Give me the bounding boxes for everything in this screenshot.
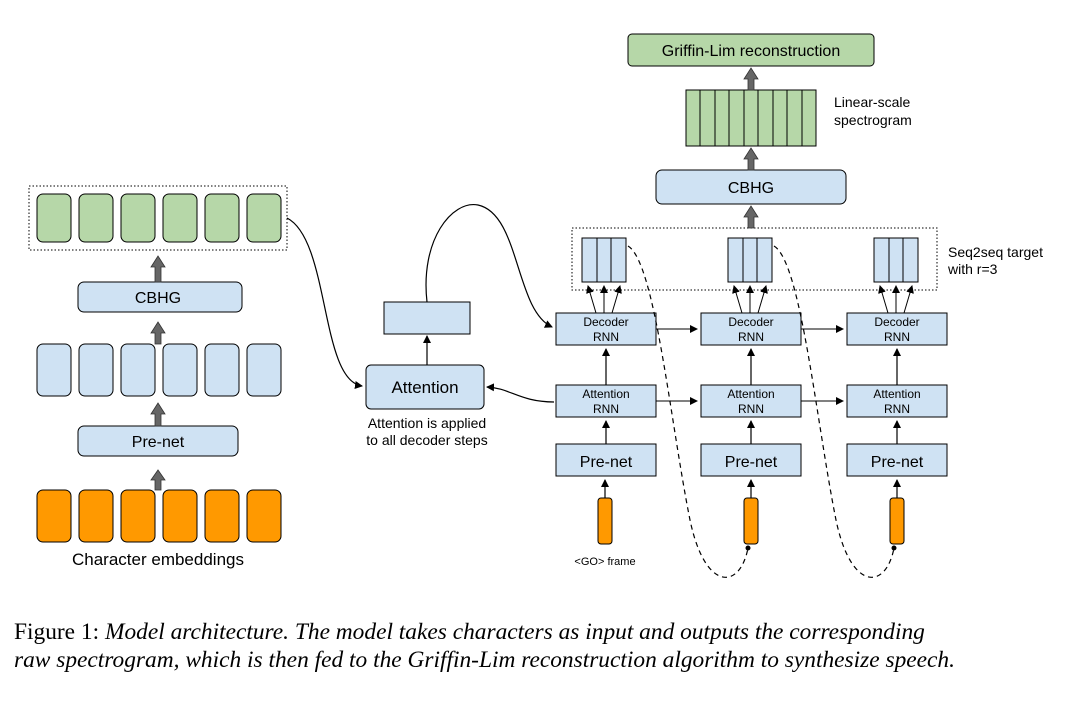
attention-rnn-label: RNN — [593, 402, 619, 416]
embedding-cell — [162, 489, 198, 543]
go-frame — [597, 497, 613, 545]
decoder-prenet-box — [700, 443, 802, 477]
encoder-cbhg-label: CBHG — [135, 290, 181, 307]
decoder-rnn-label: RNN — [593, 330, 619, 344]
caption-line-2: raw spectrogram, which is then fed to th… — [14, 646, 1076, 674]
encoder-prenet-label: Pre-net — [132, 434, 185, 451]
decoder-step-3: Decoder RNN Attention RNN Pre-net — [846, 237, 948, 545]
caption-line-1: Figure 1: Model architecture. The model … — [14, 618, 1076, 646]
embedding-cell — [246, 489, 282, 543]
decoder-prenet-label: Pre-net — [580, 454, 633, 471]
attention-module: Attention Attention is applied to all de… — [365, 204, 555, 448]
postnet-flow-arrow — [743, 67, 759, 91]
decoder-prenet-label: Pre-net — [871, 454, 924, 471]
attention-box — [365, 364, 485, 410]
caption-prefix: Figure 1: — [14, 619, 100, 645]
attention-rnn-label: Attention — [727, 387, 774, 401]
attention-rnn-label: RNN — [884, 402, 910, 416]
decoder-rnn-label: RNN — [884, 330, 910, 344]
attention-rnn-box — [700, 384, 802, 418]
seq2seq-label-line1: Seq2seq target — [948, 244, 1043, 260]
spectrogram-label-line1: Linear-scale — [834, 94, 910, 110]
encoder: Character embeddings Pre-net CBHG — [28, 185, 288, 569]
postnet: CBHG Linear-scale spectrogram Griffin-Li… — [627, 33, 912, 229]
postnet-flow-arrow — [743, 205, 759, 229]
decoder-prenet-label: Pre-net — [725, 454, 778, 471]
decoder-rnn-box — [700, 312, 802, 346]
decoder-rnn-label: Decoder — [874, 315, 919, 329]
decoder-prenet-box — [846, 443, 948, 477]
attention-note-line2: to all decoder steps — [366, 432, 487, 448]
griffin-lim-label: Griffin-Lim reconstruction — [662, 43, 840, 60]
attention-context-box — [383, 301, 471, 335]
embedding-cell — [36, 489, 72, 543]
postnet-cbhg-label: CBHG — [728, 180, 774, 197]
input-frame — [889, 497, 905, 545]
decoder-step-2: Decoder RNN Attention RNN Pre-net — [700, 237, 802, 545]
encoder-flow-arrow — [150, 255, 166, 283]
encoder-output-cells — [36, 193, 282, 243]
decoder-step-1: Decoder RNN Attention RNN Pre-net <GO> f… — [555, 237, 657, 568]
character-embeddings-label: Character embeddings — [72, 550, 244, 569]
encoder-to-attention-edge — [286, 217, 363, 389]
recurrent-edges — [656, 325, 844, 405]
caption-text-line2: raw spectrogram, which is then fed to th… — [14, 647, 955, 673]
tacotron-architecture-diagram: Character embeddings Pre-net CBHG — [28, 33, 1043, 578]
seq2seq-target-frame — [571, 227, 938, 291]
attention-rnn-label: Attention — [873, 387, 920, 401]
attention-rnn-to-attention-edge — [486, 383, 555, 403]
decoder-rnn-box — [846, 312, 948, 346]
output-frames — [873, 237, 919, 283]
input-frame — [743, 497, 759, 545]
output-frames — [727, 237, 773, 283]
attention-label: Attention — [391, 378, 458, 397]
linear-spectrogram — [685, 89, 817, 147]
decoder-rnn-label: Decoder — [583, 315, 628, 329]
go-frame-label: <GO> frame — [574, 556, 635, 568]
attention-rnn-label: Attention — [582, 387, 629, 401]
spectrogram-label-line2: spectrogram — [834, 112, 912, 128]
encoder-flow-arrow — [150, 402, 166, 427]
embedding-cell — [204, 489, 240, 543]
postnet-flow-arrow — [743, 147, 759, 171]
attention-note-line1: Attention is applied — [368, 415, 486, 431]
feedback-edges — [627, 245, 897, 578]
decoder-rnn-label: Decoder — [728, 315, 773, 329]
attention-rnn-label: RNN — [738, 402, 764, 416]
character-embeddings — [36, 489, 282, 543]
output-frames — [581, 237, 627, 283]
attention-rnn-box — [846, 384, 948, 418]
decoder-rnn-label: RNN — [738, 330, 764, 344]
figure-caption: Figure 1: Model architecture. The model … — [14, 618, 1076, 674]
decoder-rnn-box — [555, 312, 657, 346]
seq2seq-label-line2: with r=3 — [947, 261, 998, 277]
encoder-flow-arrow — [150, 321, 166, 345]
embedding-cell — [120, 489, 156, 543]
encoder-hidden-cells — [36, 343, 282, 397]
griffin-lim-box — [627, 33, 875, 67]
encoder-flow-arrow — [150, 469, 166, 491]
context-to-decoder-edge — [425, 204, 553, 328]
embedding-cell — [78, 489, 114, 543]
caption-text-line1: Model architecture. The model takes char… — [104, 619, 925, 645]
